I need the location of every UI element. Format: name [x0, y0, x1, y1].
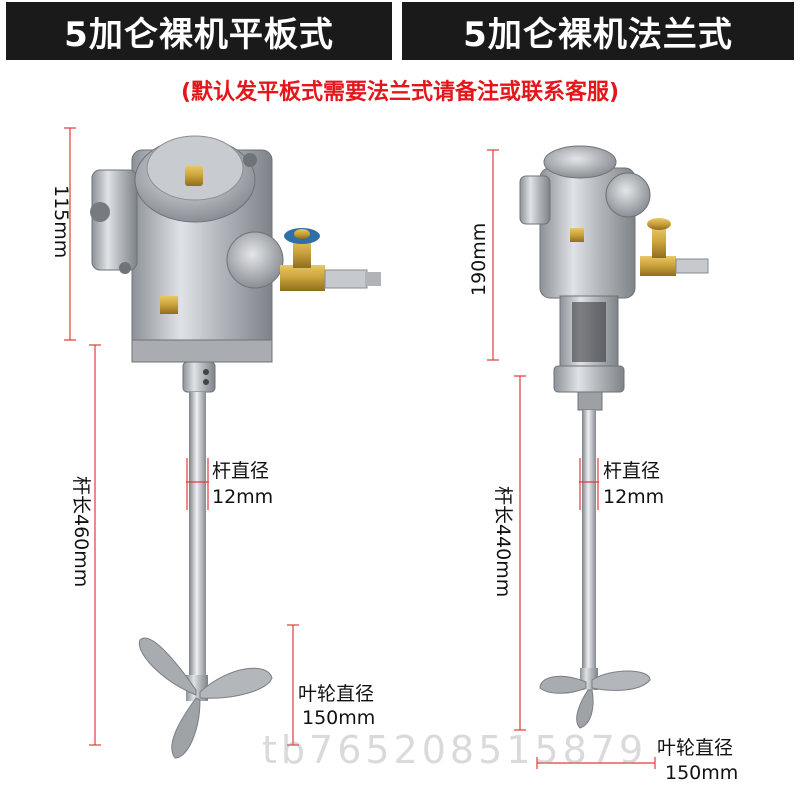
left-mixer [90, 135, 381, 759]
left-rod-diameter-value: 12mm [212, 486, 274, 508]
right-rod-diameter-label: 杆直径 [603, 460, 661, 482]
right-impeller-value: 150mm [665, 762, 739, 784]
right-rod-length-label: 杆长440mm [492, 486, 514, 598]
header-right-text: 5加仑裸机法兰式 [463, 14, 733, 55]
left-impeller-value: 150mm [302, 707, 376, 729]
left-impeller-label: 叶轮直径 [298, 683, 375, 705]
right-mixer [519, 145, 709, 729]
right-impeller-label: 叶轮直径 [657, 737, 734, 759]
watermark: tb765208515879 [262, 728, 648, 772]
right-dimension-lines [487, 149, 656, 769]
right-height-label: 190mm [468, 222, 490, 296]
header-right-title: 5加仑裸机法兰式 [402, 2, 794, 60]
header-left-text: 5加仑裸机平板式 [64, 14, 334, 55]
header-left-title: 5加仑裸机平板式 [6, 2, 392, 60]
left-rod-diameter-label: 杆直径 [212, 460, 270, 482]
notice-text: (默认发平板式需要法兰式请备注或联系客服) [180, 80, 620, 105]
left-height-label: 115mm [50, 185, 72, 259]
left-rod-length-label: 杆长460mm [70, 476, 92, 588]
right-rod-diameter-value: 12mm [603, 486, 665, 508]
left-dimension-lines [64, 127, 299, 746]
